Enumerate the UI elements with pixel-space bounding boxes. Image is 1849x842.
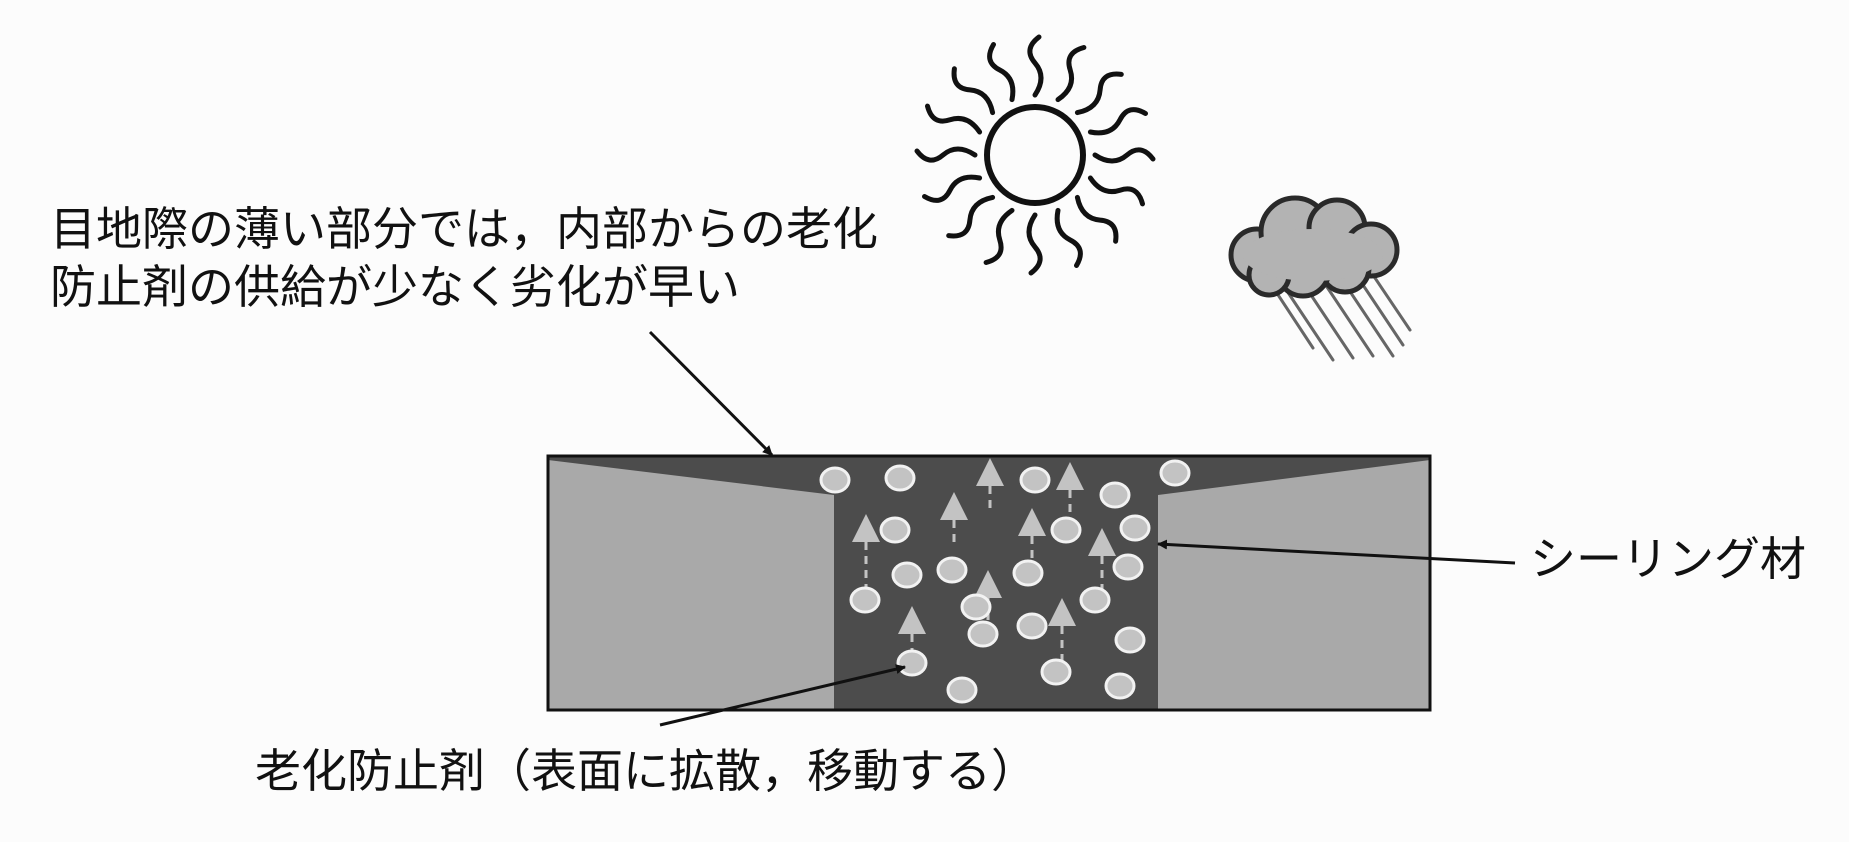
- antiaging-particle: [1112, 553, 1144, 581]
- pointer-sealant: [1157, 539, 1516, 565]
- antiaging-particle: [896, 649, 928, 677]
- antiaging-particle: [967, 620, 999, 648]
- sun-ray: [1055, 45, 1087, 103]
- sun-ray: [1054, 207, 1083, 268]
- sun-ray: [987, 42, 1016, 103]
- antiaging-particle: [891, 561, 923, 589]
- sun-ray: [925, 103, 983, 135]
- migration-arrow: [1056, 462, 1084, 536]
- thin-joint-label: 目地際の薄い部分では，内部からの老化 防止剤の供給が少なく劣化が早い: [50, 200, 878, 316]
- sun-ray: [1087, 107, 1148, 136]
- migration-arrow: [1048, 598, 1076, 676]
- pointer-antiaging: [659, 664, 906, 727]
- antiaging-particle: [1099, 481, 1131, 509]
- antiaging-particle: [1159, 459, 1191, 487]
- antiaging-particles: [819, 459, 1191, 704]
- antiaging-particle: [1050, 516, 1082, 544]
- sun-ray: [1027, 34, 1044, 98]
- sun-ray: [922, 174, 983, 203]
- sun-ray: [1092, 147, 1156, 164]
- antiaging-particle: [1040, 658, 1072, 686]
- sun-ray: [1074, 71, 1124, 116]
- antiaging-particle: [1119, 514, 1151, 542]
- sun-ray: [946, 194, 996, 239]
- antiaging-agent-label: 老化防止剤（表面に拡散，移動する）: [255, 744, 1037, 798]
- antiaging-particle: [1019, 466, 1051, 494]
- antiaging-particle: [879, 516, 911, 544]
- antiaging-particle: [1114, 626, 1146, 654]
- migration-arrow: [976, 458, 1004, 514]
- sealant-label: シーリング材: [1530, 532, 1806, 586]
- substrate-right: [1158, 456, 1430, 710]
- sun-ray: [914, 146, 978, 163]
- thin-joint-label-line1: 目地際の薄い部分では，内部からの老化: [50, 202, 878, 256]
- pointer-thin-joint: [648, 330, 774, 457]
- antiaging-particle: [1012, 559, 1044, 587]
- sun-icon: [914, 34, 1156, 276]
- sun-ray: [1074, 194, 1119, 244]
- antiaging-particle: [946, 676, 978, 704]
- substrate-left: [548, 456, 834, 710]
- rain-cloud-icon: [1228, 195, 1412, 362]
- joint-outline: [546, 454, 1432, 712]
- antiaging-particle: [884, 464, 916, 492]
- sun-ray: [983, 207, 1015, 265]
- antiaging-particle: [960, 593, 992, 621]
- thin-joint-label-line2: 防止剤の供給が少なく劣化が早い: [50, 260, 740, 314]
- antiaging-particle: [1104, 672, 1136, 700]
- sun-ray: [951, 66, 996, 116]
- antiaging-particle: [849, 586, 881, 614]
- migration-arrow: [940, 492, 968, 546]
- migration-arrow: [852, 514, 880, 606]
- antiaging-particle: [1079, 586, 1111, 614]
- antiaging-particle: [936, 556, 968, 584]
- antiaging-particle: [819, 466, 851, 494]
- sun-ray: [1026, 212, 1043, 276]
- sun-ray: [1087, 175, 1145, 207]
- antiaging-particle: [1016, 612, 1048, 640]
